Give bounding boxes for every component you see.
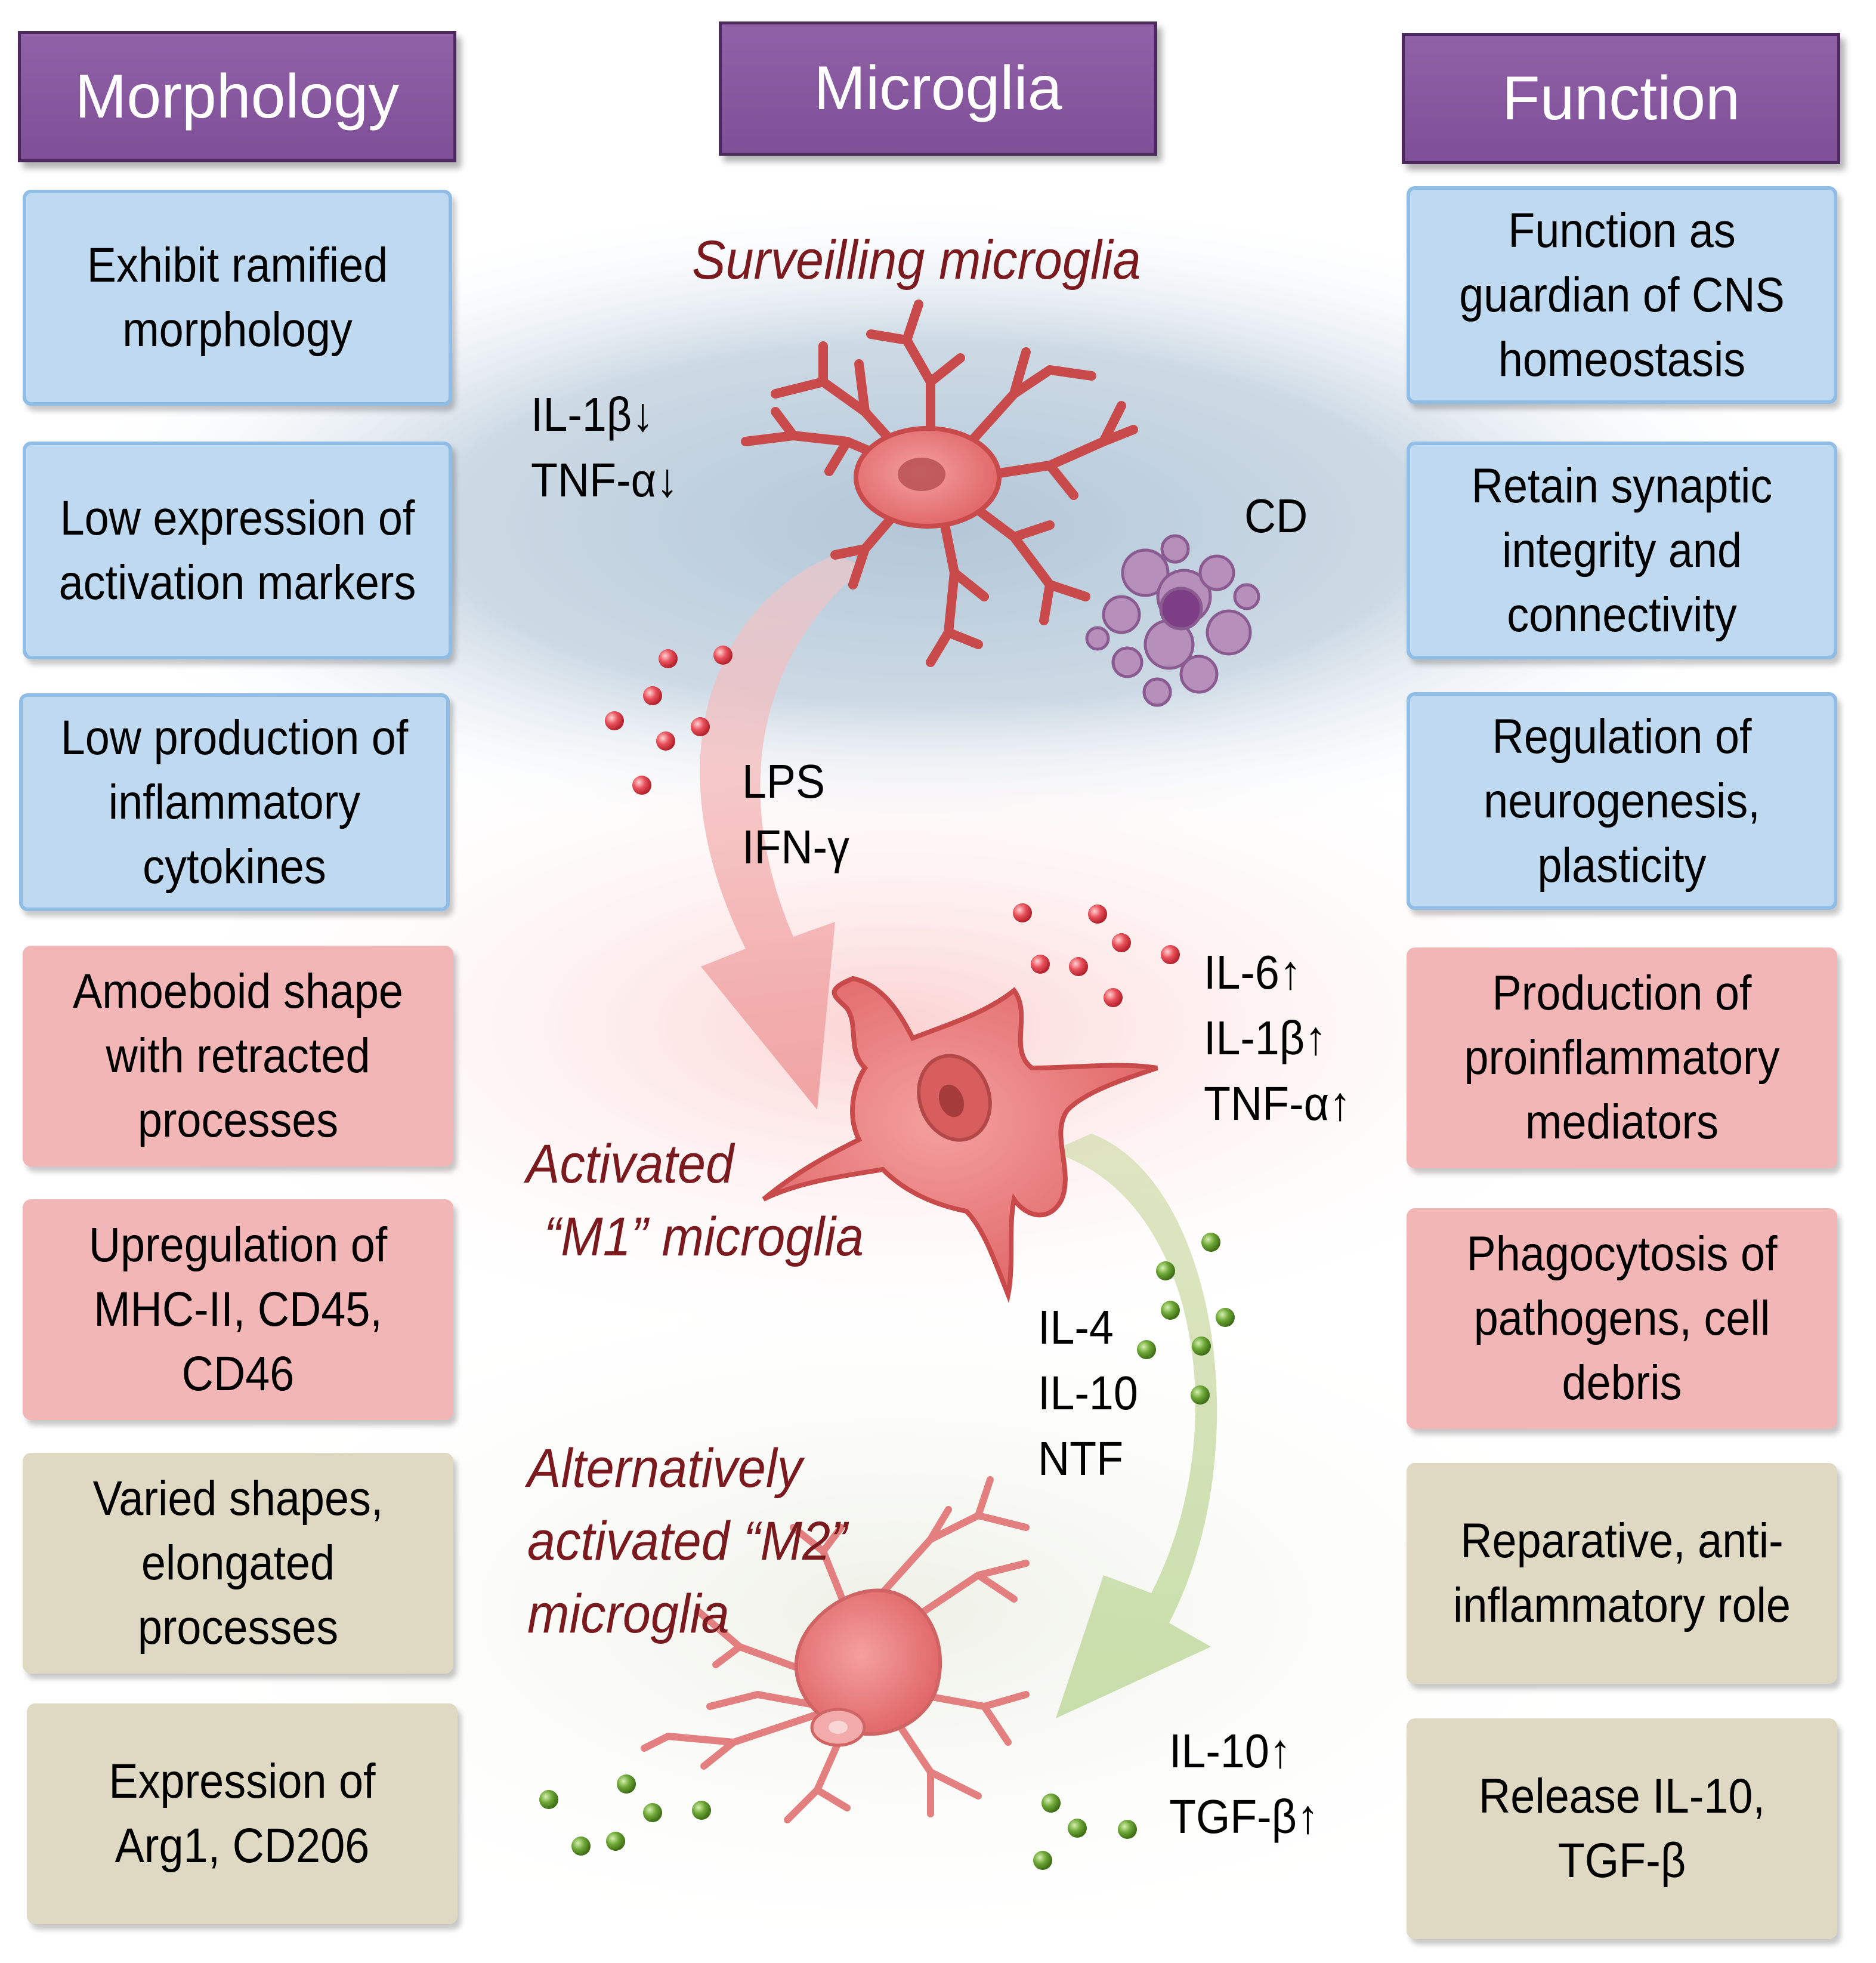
cell-debris-icon — [1085, 534, 1260, 707]
arrow-to-m2 — [1050, 1134, 1217, 1718]
green-particles — [539, 1233, 1235, 1870]
function-box-3: Regulation of neurogenesis, plasticity — [1407, 692, 1837, 910]
m1-cytokines: IL-6↑ IL-1β↑ TNF-α↑ — [1204, 946, 1351, 1130]
m2-microglia-icon — [641, 1476, 1030, 1823]
state-surveilling: Surveilling microglia — [692, 230, 1141, 291]
arrow-to-m1 — [700, 555, 865, 1110]
morphology-box-5: Upregulation of MHC-II, CD45, CD46 — [23, 1199, 453, 1420]
state-m1: Activated “M1” microglia — [526, 1134, 864, 1267]
morphology-box-4: Amoeboid shape with retracted processes — [23, 946, 453, 1166]
morphology-box-6: Varied shapes, elongated processes — [23, 1453, 453, 1674]
m1-stimuli: LPS IFN-γ — [742, 755, 849, 874]
morphology-box-7: Expression of Arg1, CD206 — [27, 1703, 458, 1924]
header-morphology: Morphology — [18, 31, 456, 162]
function-box-2: Retain synaptic integrity and connectivi… — [1407, 442, 1837, 659]
cd-label: CD — [1244, 489, 1308, 542]
function-box-5: Phagocytosis of pathogens, cell debris — [1407, 1208, 1837, 1429]
header-function: Function — [1402, 33, 1840, 164]
morphology-box-1: Exhibit ramified morphology — [23, 190, 452, 406]
function-box-6: Reparative, anti-inflammatory role — [1407, 1463, 1837, 1684]
morphology-box-3: Low production of inflammatory cytokines — [19, 693, 450, 911]
m2-cytokines: IL-10↑ TGF-β↑ — [1169, 1724, 1319, 1843]
morphology-box-2: Low expression of activation markers — [23, 442, 452, 659]
function-box-4: Production of proinflammatory mediators — [1407, 947, 1837, 1168]
red-particles — [605, 646, 1180, 1007]
m2-stimuli: IL-4 IL-10 NTF — [1038, 1301, 1138, 1485]
state-m2: Alternatively activated “M2” microglia — [527, 1438, 848, 1644]
surveilling-cytokines: IL-1β↓ TNF-α↓ — [531, 388, 678, 507]
header-microglia: Microglia — [719, 21, 1157, 156]
function-box-1: Function as guardian of CNS homeostasis — [1407, 186, 1837, 404]
ramified-microglia-icon — [741, 300, 1138, 667]
function-box-7: Release IL-10, TGF-β — [1407, 1718, 1837, 1939]
